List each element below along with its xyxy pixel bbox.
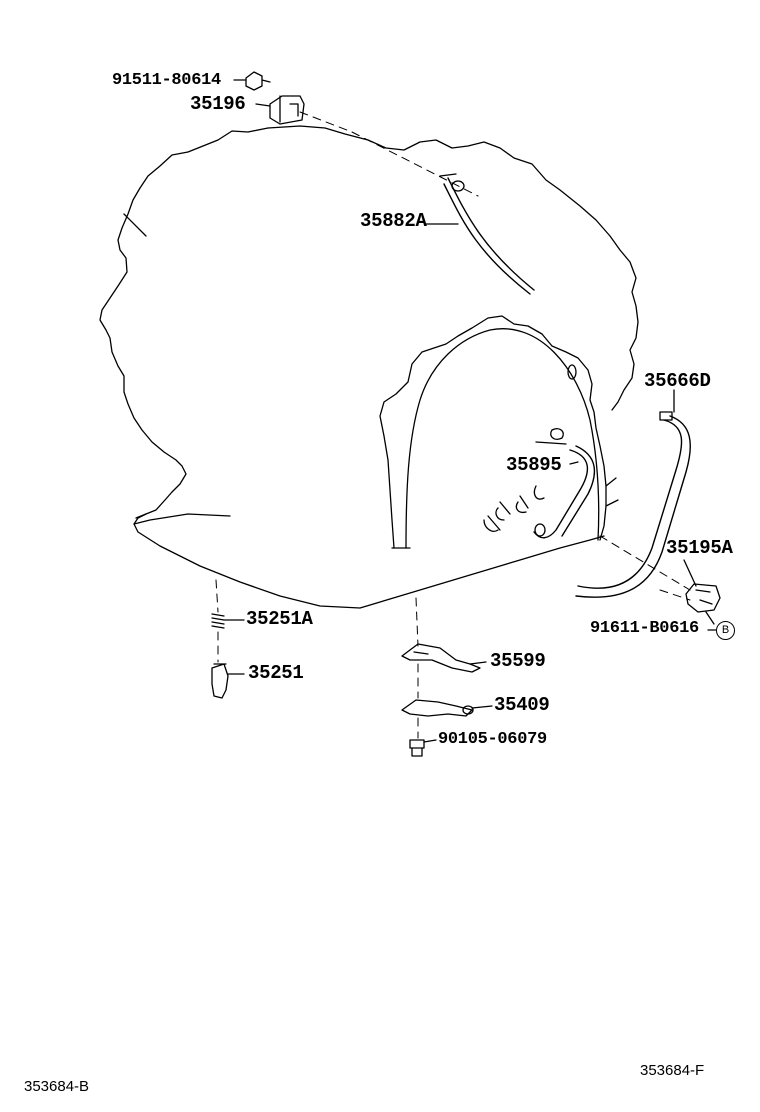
plate-35599 bbox=[402, 644, 480, 672]
hose-35666d bbox=[576, 416, 690, 597]
reference-code-left: 353684-B bbox=[24, 1078, 90, 1095]
bracket-35196 bbox=[270, 96, 304, 124]
hose-35895 bbox=[534, 446, 594, 538]
part-label-35882a: 35882A bbox=[360, 210, 427, 232]
bolt-90105 bbox=[410, 740, 424, 756]
pin-35251 bbox=[212, 664, 228, 698]
spring-35251a bbox=[212, 614, 224, 628]
reference-code-right: 353684-F bbox=[640, 1062, 705, 1079]
part-label-35251: 35251 bbox=[248, 662, 304, 684]
hose-35882a bbox=[444, 178, 534, 294]
bell-housing bbox=[380, 316, 606, 548]
part-label-35666d: 35666D bbox=[644, 370, 711, 392]
part-label-90105-06079: 90105-06079 bbox=[438, 730, 547, 749]
transmission-case bbox=[100, 128, 604, 608]
part-label-35195a: 35195A bbox=[666, 537, 733, 559]
part-label-35599: 35599 bbox=[490, 650, 546, 672]
part-label-35251a: 35251A bbox=[246, 608, 313, 630]
bracket-35195a bbox=[686, 584, 720, 612]
bolt-91511 bbox=[246, 72, 270, 90]
plate-35409 bbox=[402, 700, 472, 716]
part-label-91611-b0616: 91611-B0616 bbox=[590, 619, 699, 638]
part-label-35196: 35196 bbox=[190, 93, 246, 115]
part-label-35895: 35895 bbox=[506, 454, 562, 476]
badge-b-icon: B bbox=[716, 621, 735, 640]
part-label-91511-80614: 91511-80614 bbox=[112, 71, 221, 90]
part-label-35409: 35409 bbox=[494, 694, 550, 716]
